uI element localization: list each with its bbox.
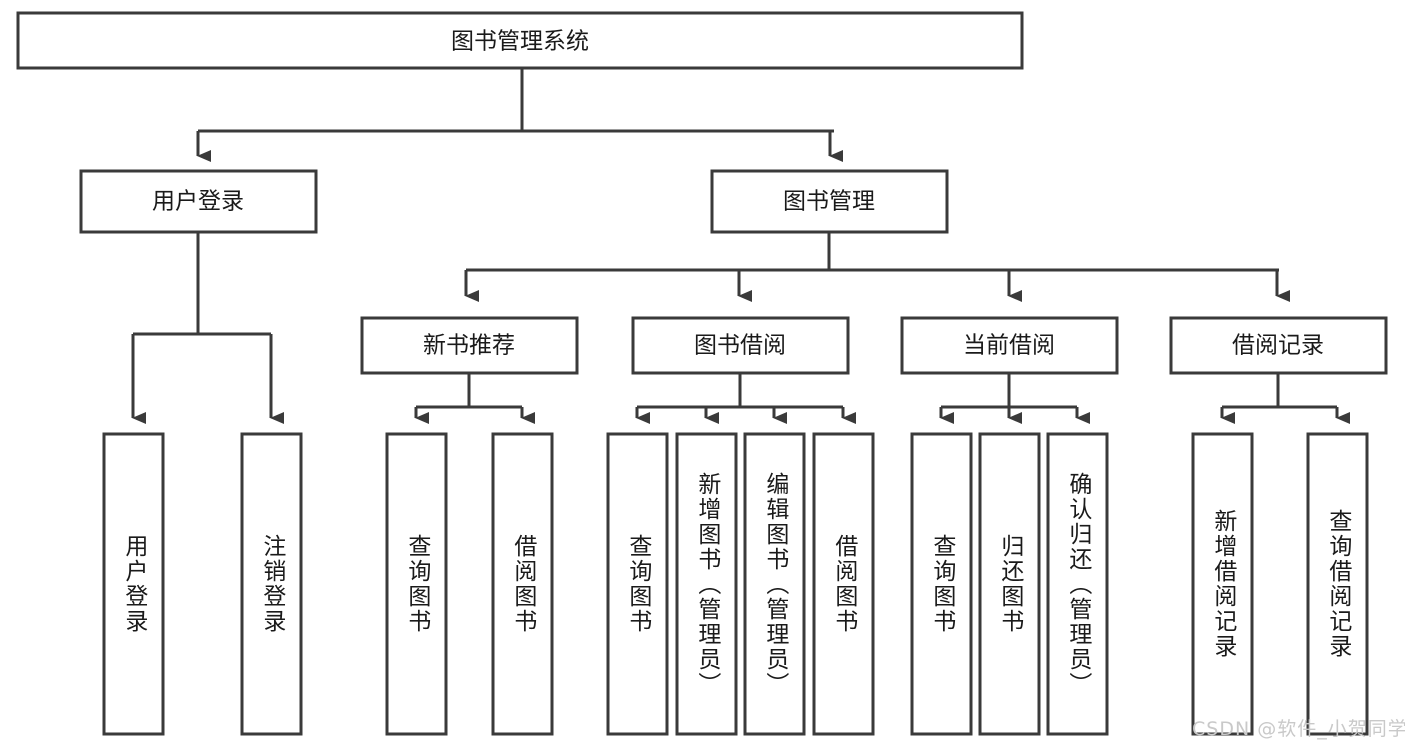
node-book-manage[interactable]: 图书管理: [710, 169, 949, 234]
node-new-book-recommend[interactable]: 新书推荐: [360, 316, 579, 375]
leaf-box-book-borrow-4[interactable]: [812, 432, 875, 736]
leaf-box-new-book-2[interactable]: [491, 432, 554, 736]
node-book-borrow-box: [631, 316, 850, 375]
node-user-login[interactable]: 用户登录: [79, 169, 318, 234]
csdn-watermark: CSDN @软件_小贺同学: [1192, 718, 1405, 740]
node-current-borrow-box: [900, 316, 1119, 375]
node-borrow-record-label: 借阅记录: [1232, 333, 1324, 359]
leaf-box-borrow-record-1[interactable]: [1191, 432, 1254, 736]
node-current-borrow[interactable]: 当前借阅: [900, 316, 1119, 375]
leaf-box-borrow-record-2[interactable]: [1306, 432, 1369, 736]
node-book-manage-box: [710, 169, 949, 234]
node-book-borrow[interactable]: 图书借阅: [631, 316, 850, 375]
node-borrow-record[interactable]: 借阅记录: [1169, 316, 1388, 375]
node-root-label: 图书管理系统: [451, 29, 589, 55]
node-book-borrow-label: 图书借阅: [694, 333, 786, 359]
node-root[interactable]: 图书管理系统: [16, 11, 1024, 70]
node-new-book-recommend-label: 新书推荐: [423, 333, 515, 359]
leaf-box-book-borrow-1[interactable]: [606, 432, 669, 736]
leaf-box-current-borrow-3[interactable]: [1046, 432, 1109, 736]
node-borrow-record-box: [1169, 316, 1388, 375]
node-book-manage-label: 图书管理: [783, 189, 875, 215]
leaf-box-book-borrow-3[interactable]: [743, 432, 806, 736]
node-new-book-recommend-box: [360, 316, 579, 375]
node-user-login-label: 用户登录: [152, 189, 244, 215]
leaf-box-book-borrow-2[interactable]: [675, 432, 738, 736]
node-current-borrow-label: 当前借阅: [963, 333, 1055, 359]
leaf-box-new-book-1[interactable]: [385, 432, 448, 736]
leaf-box-user-login-2[interactable]: [240, 432, 303, 736]
leaf-box-user-login-1[interactable]: [102, 432, 165, 736]
leaf-box-current-borrow-2[interactable]: [978, 432, 1041, 736]
leaf-box-current-borrow-1[interactable]: [910, 432, 973, 736]
node-root-box: [16, 11, 1024, 70]
